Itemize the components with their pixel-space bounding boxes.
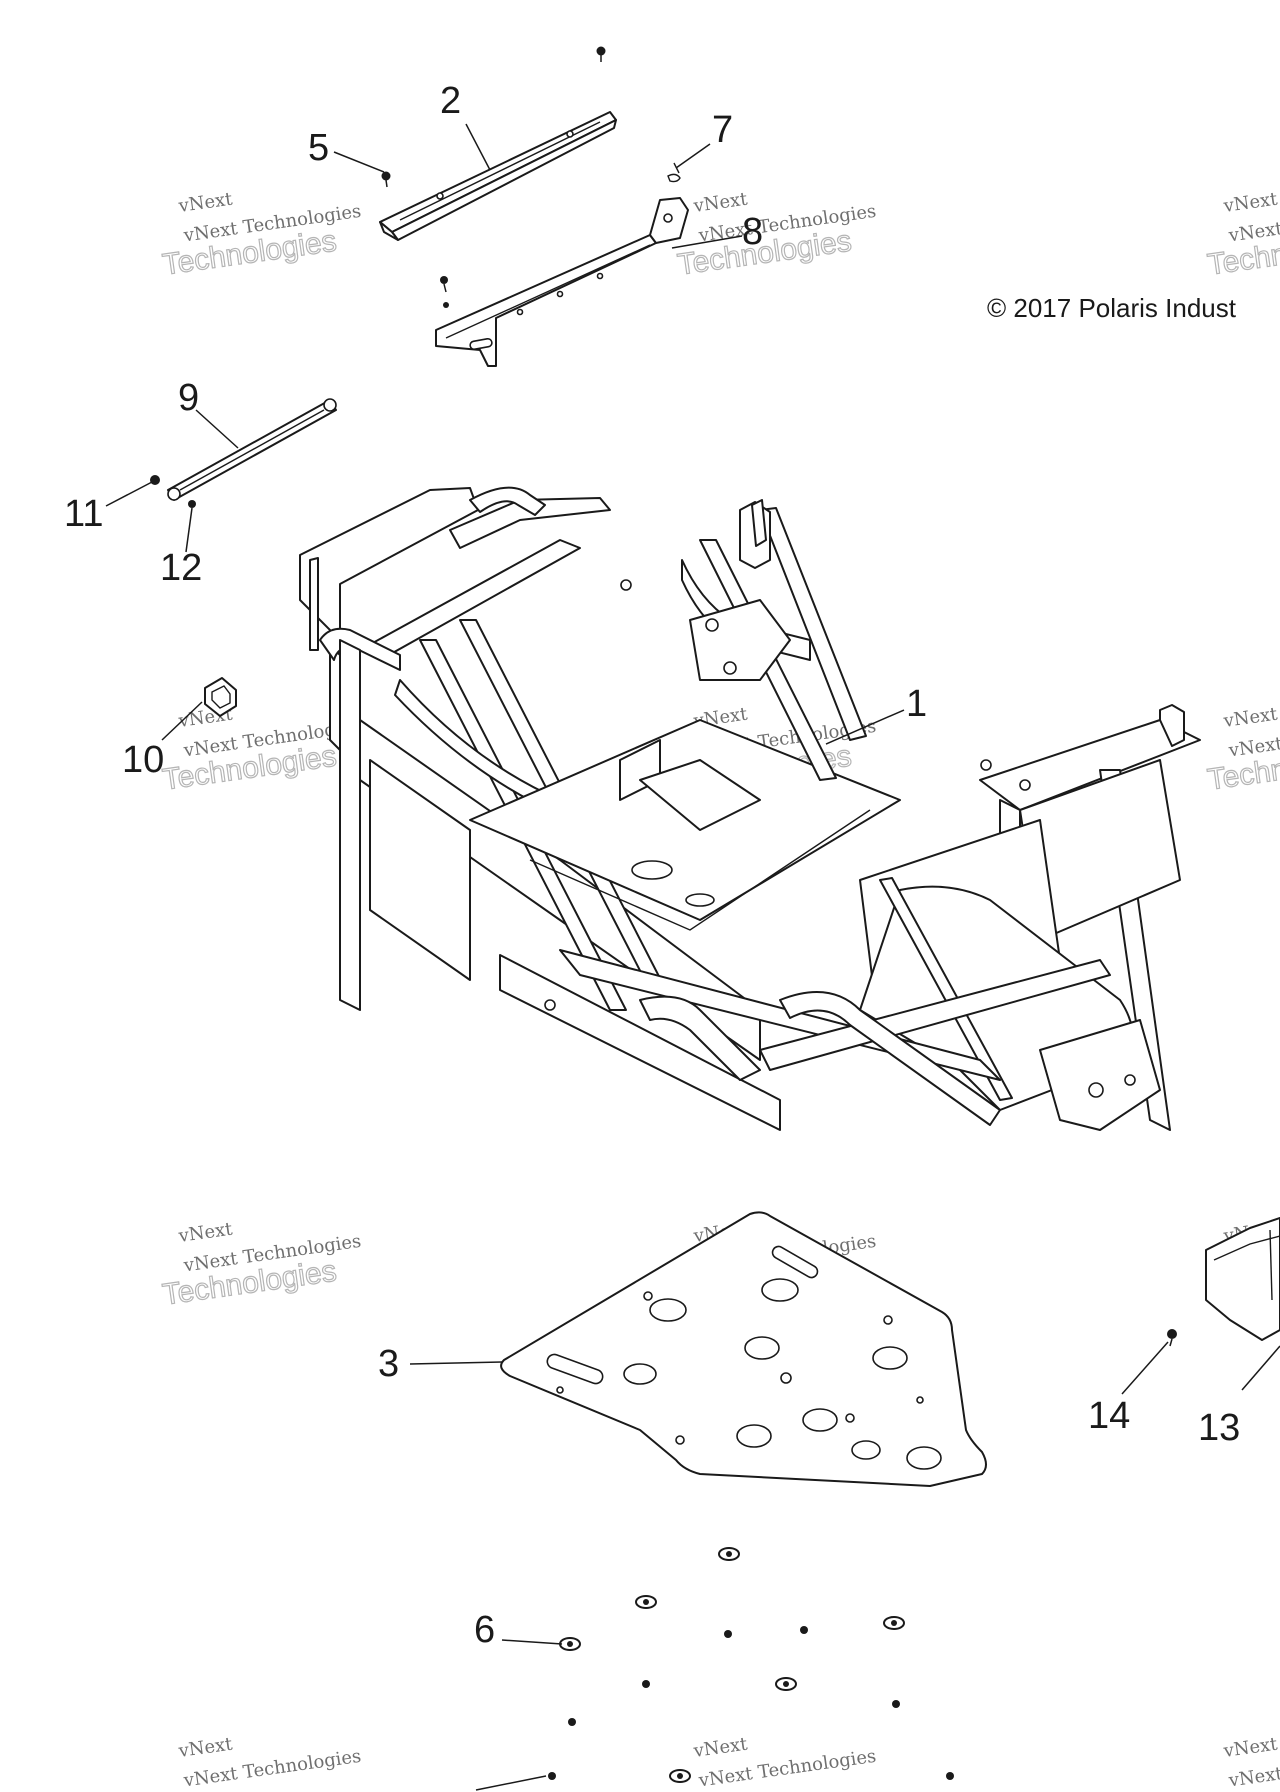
callout-labels: 2 5 7 8 9 11 12 10 1 3 6 14 13 xyxy=(64,80,1240,1651)
push-rivet-icon xyxy=(635,1595,657,1609)
watermark-arc: vNext xyxy=(176,1218,234,1247)
watermark-arc: vNext xyxy=(1221,188,1279,217)
push-rivet-icon xyxy=(718,1547,740,1561)
bolt-icon xyxy=(596,46,606,62)
watermark: vNext vNext Technologies xyxy=(691,1733,877,1791)
callout-8: 8 xyxy=(742,211,763,253)
watermark-arc: vNext xyxy=(691,188,749,217)
fasteners-group xyxy=(548,1547,954,1783)
watermark-arc: vNext xyxy=(1221,1733,1279,1762)
copyright-notice: © 2017 Polaris Indust xyxy=(987,293,1237,323)
bolt-icon xyxy=(1167,1329,1177,1347)
callout-1: 1 xyxy=(906,683,927,725)
part-13-guard xyxy=(1205,1217,1280,1341)
screw-icon xyxy=(642,1680,650,1688)
nut-icon xyxy=(443,302,449,308)
watermark: vNext vNext Technologies Technologies xyxy=(675,188,878,282)
callout-2: 2 xyxy=(440,80,461,122)
leader-lines xyxy=(105,123,1280,1791)
part-8-bracket xyxy=(435,197,689,367)
watermark: vNext vNext Technologies Technologies xyxy=(1205,703,1280,797)
watermark-arc: vNext xyxy=(1221,703,1279,732)
watermark: vNext vNext Technologies Technologies xyxy=(160,1218,363,1312)
part-9-bar xyxy=(167,398,337,501)
bolt-icon xyxy=(150,475,160,485)
screw-icon xyxy=(548,1772,556,1780)
watermark: vNext vNext Technologies xyxy=(1221,1733,1280,1791)
callout-12: 12 xyxy=(160,547,202,589)
part-1-main-frame xyxy=(299,486,1201,1131)
watermark-arc: vNext xyxy=(691,1733,749,1762)
watermark: vNext vNext Technologies xyxy=(176,1733,362,1791)
callout-9: 9 xyxy=(178,377,199,419)
watermark-arc: vNext xyxy=(176,188,234,217)
watermark-arc: vNext xyxy=(176,1733,234,1762)
nut-icon xyxy=(188,500,196,508)
push-rivet-icon xyxy=(669,1769,691,1783)
screw-icon xyxy=(724,1630,732,1638)
callout-11: 11 xyxy=(64,493,103,535)
callout-6: 6 xyxy=(474,1609,495,1651)
screw-icon xyxy=(946,1772,954,1780)
part-10-grommet xyxy=(204,677,237,717)
push-rivet-icon xyxy=(559,1637,581,1651)
bolt-icon xyxy=(381,171,391,188)
push-rivet-icon xyxy=(775,1677,797,1691)
watermark: vNext vNext Technologies Technologies xyxy=(160,188,363,282)
callout-3: 3 xyxy=(378,1343,399,1385)
callout-10: 10 xyxy=(122,739,164,781)
screw-icon xyxy=(892,1700,900,1708)
callout-14: 14 xyxy=(1088,1395,1130,1437)
callout-5: 5 xyxy=(308,127,329,169)
callout-13: 13 xyxy=(1198,1407,1240,1449)
watermark: vNext vNext Technologies Technologies xyxy=(1205,188,1280,282)
push-rivet-icon xyxy=(883,1616,905,1630)
part-3-skid-plate xyxy=(500,1211,987,1487)
screw-icon xyxy=(800,1626,808,1634)
bolt-icon xyxy=(440,276,448,293)
part-2-rail xyxy=(379,111,617,241)
screw-icon xyxy=(568,1718,576,1726)
callout-7: 7 xyxy=(712,109,733,151)
